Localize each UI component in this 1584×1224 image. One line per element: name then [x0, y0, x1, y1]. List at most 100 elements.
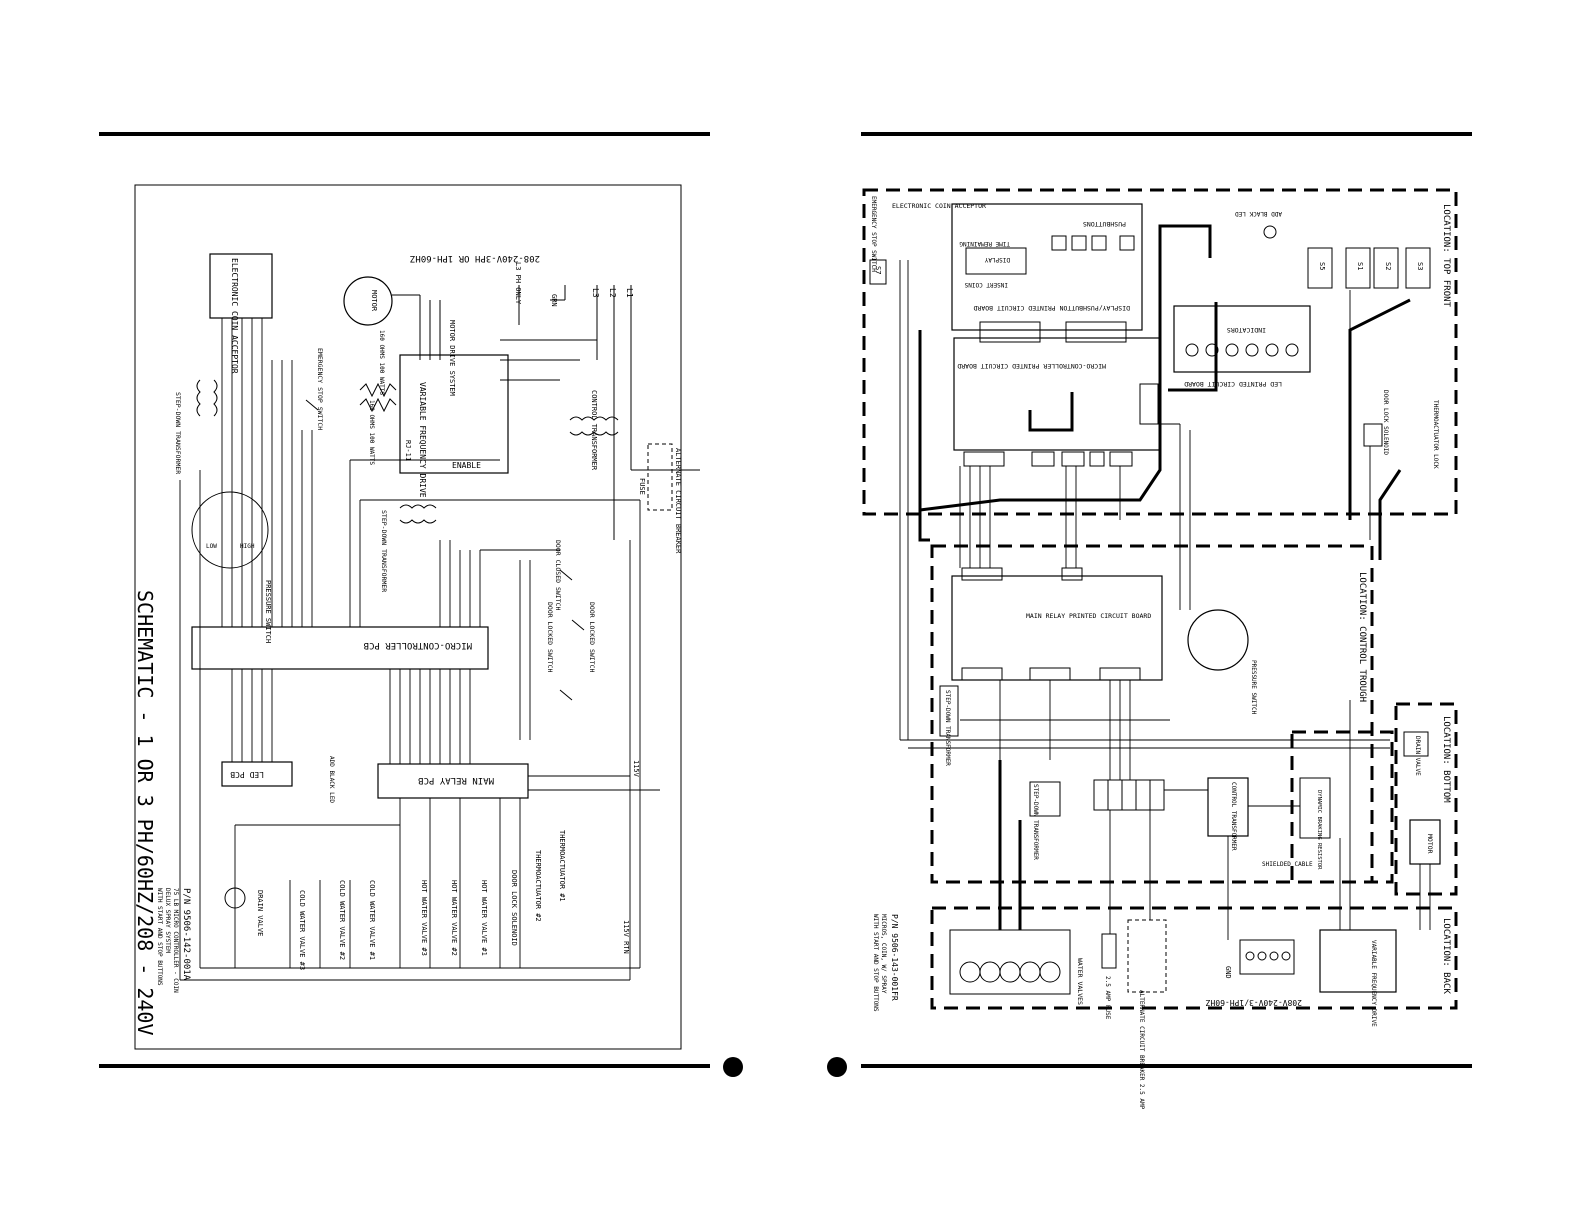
- control-transformer: CONTROL TRANSFORMER: [569, 390, 619, 471]
- svg-text:CONTROL TRANSFORMER: CONTROL TRANSFORMER: [1230, 782, 1237, 851]
- vfd-enable: ENABLE: [452, 461, 481, 470]
- l3-note: L3 PH ONLY: [514, 262, 522, 305]
- display-window: [965, 247, 1027, 275]
- pressure-switch-r-label: PRESSURE SWITCH: [1250, 660, 1257, 715]
- estop-label: EMERGENCY STOP SWITCH: [316, 348, 324, 430]
- switch-s7: [869, 259, 887, 285]
- cold-water-2-label: COLD WATER VALVE #2: [338, 880, 346, 960]
- control-transformer-r: [1207, 777, 1249, 837]
- svg-text:MOTOR: MOTOR: [1426, 834, 1434, 854]
- left-part-number: P/N 9506-142-001A: [181, 888, 191, 981]
- l1-label: L1: [625, 288, 634, 298]
- terminal-block: [1093, 779, 1165, 811]
- right-part-number: P/N 9506-143-001FR: [890, 914, 899, 1001]
- switch-s5: [1307, 247, 1333, 289]
- relay-board-label: MAIN RELAY PRINTED CIRCUIT BOARD: [1026, 612, 1151, 620]
- thermo-2-label: THERMOACTUATOR #2: [534, 850, 542, 922]
- right-supply-label: 208V-240V-3/1PH-60HZ: [1205, 998, 1302, 1007]
- led-pcb-label: LED PCB: [230, 770, 264, 779]
- connector-strip-1: [979, 321, 1041, 343]
- switch-s2: [1373, 247, 1399, 289]
- loc-top-front: LOCATION: TOP FRONT: [1441, 204, 1451, 308]
- coin-acceptor-label: ELECTRONIC COIN ACCEPTOR: [230, 258, 239, 374]
- zone-bottom: [1394, 702, 1458, 896]
- vfd-label: VARIABLE FREQUENCY DRIVE: [418, 382, 427, 498]
- left-schematic: SCHEMATIC - 1 OR 3 PH/60HZ/208 - 240V 20…: [133, 184, 700, 1050]
- vfd-r: [1319, 929, 1397, 993]
- stepdown-transformer-2: STEP-DOWN TRANSFORMER: [380, 504, 437, 592]
- svg-text:S5: S5: [1318, 262, 1326, 270]
- right-part-desc-2: WITH START AND STOP BUTTONS: [872, 914, 879, 1012]
- alt-breaker-box: [647, 443, 673, 511]
- svg-text:S2: S2: [1384, 262, 1392, 270]
- svg-text:DYNAMIC BRAKING RESISTOR: DYNAMIC BRAKING RESISTOR: [1316, 790, 1322, 870]
- pressure-switch-label: PRESSURE SWITCH: [264, 580, 272, 643]
- motor-drive-label: MOTOR DRIVE SYSTEM: [448, 320, 456, 396]
- coin-acceptor-box: [209, 253, 273, 319]
- right-wiring-diagram: LOCATION: TOP FRONT LOCATION: CONTROL TR…: [862, 188, 1458, 1110]
- svg-text:STEP-DOWN TRANSFORMER: STEP-DOWN TRANSFORMER: [1032, 784, 1039, 860]
- svg-text:S7: S7: [874, 266, 882, 274]
- door-locked-1-label: DOOR LOCKED SWITCH: [546, 602, 554, 673]
- page-rules: [99, 132, 1472, 1077]
- right-wiring: [899, 260, 1431, 940]
- thermo-1-label: THERMOACTUATOR #1: [558, 830, 566, 902]
- l3-label: L3: [591, 288, 600, 298]
- fuse-label: FUSE: [638, 478, 646, 495]
- heavy-harness: [918, 226, 1411, 930]
- cold-water-3-label: COLD WATER VALVE #3: [298, 890, 306, 970]
- svg-text:DRAIN VALVE: DRAIN VALVE: [1414, 736, 1421, 776]
- page-marker-right: [827, 1057, 847, 1077]
- zone-control-trough: [930, 544, 1374, 884]
- svg-text:ALTERNATE CIRCUIT BREAKER 2.5: ALTERNATE CIRCUIT BREAKER 2.5 AMP: [1138, 990, 1145, 1110]
- water-valves-label: WATER VALVES: [1076, 958, 1084, 1005]
- svg-text:S1: S1: [1356, 262, 1364, 270]
- door-lock-solenoid-r: [1363, 423, 1383, 447]
- left-frame: [134, 184, 682, 1050]
- ribbon-cable: [1028, 224, 1212, 432]
- shielded-cable-label: SHIELDED CABLE: [1262, 861, 1313, 868]
- hot-water-2-label: HOT WATER VALVE #2: [450, 880, 458, 956]
- water-valves: [949, 929, 1071, 995]
- led-pcb: [221, 761, 293, 787]
- page-marker-left: [723, 1057, 743, 1077]
- pressure-switch-symbol: [191, 491, 269, 569]
- resistor-1-label: 160 OHMS 100 WATTS: [378, 330, 385, 395]
- cold-water-1-label: COLD WATER VALVE #1: [368, 880, 376, 960]
- add-led: [1263, 225, 1277, 239]
- svg-text:CONTROL TRANSFORMER: CONTROL TRANSFORMER: [590, 390, 598, 471]
- door-lock-solenoid-r-label: DOOR LOCK SOLENOID: [1382, 390, 1389, 455]
- fuse-r: [1101, 933, 1117, 969]
- pushbuttons-label: PUSHBUTTONS: [1083, 220, 1126, 228]
- relay-board: [951, 575, 1163, 681]
- door-closed-label: DOOR CLOSED SWITCH: [554, 540, 562, 611]
- loc-back: LOCATION: BACK: [1441, 918, 1451, 994]
- left-part-desc-3: WITH START AND STOP BUTTONS: [156, 888, 163, 986]
- add-led-label: ADD BLACK LED: [1235, 210, 1282, 217]
- zone-top-front: [862, 188, 1458, 516]
- drain-valve-symbol: [224, 887, 246, 909]
- vfd-box: [399, 354, 509, 474]
- led-board-label: LED PRINTED CIRCUIT BOARD: [1184, 380, 1282, 388]
- micro-pcb-label: MICRO-CONTROLLER PCB: [364, 640, 472, 650]
- left-supply-label: 208-240V-3PH OR 1PH-60HZ: [409, 253, 540, 263]
- power-terminal: [1239, 939, 1295, 975]
- led-board: [1173, 305, 1311, 373]
- resistor-2-label: 160 OHMS 100 WATTS: [368, 400, 375, 465]
- hot-water-1-label: HOT WATER VALVE #1: [480, 880, 488, 956]
- breaker-r: [1127, 919, 1167, 993]
- indicator-leds: [1185, 343, 1299, 357]
- connector-row: [963, 383, 1159, 467]
- relay-connectors: [961, 567, 1141, 681]
- drain-valve-r: [1403, 731, 1429, 757]
- time-remaining: TIME REMAINING: [959, 240, 1010, 247]
- zone-back: [930, 906, 1458, 1010]
- insert-coins: INSERT COINS: [964, 281, 1008, 288]
- switch-s1: [1345, 247, 1371, 289]
- main-relay-pcb: [377, 763, 529, 799]
- hot-water-3-label: HOT WATER VALVE #3: [420, 880, 428, 956]
- stepdown-r-2: [1029, 781, 1061, 817]
- gnd-r: GND: [1224, 966, 1232, 979]
- switch-s3: [1405, 247, 1431, 289]
